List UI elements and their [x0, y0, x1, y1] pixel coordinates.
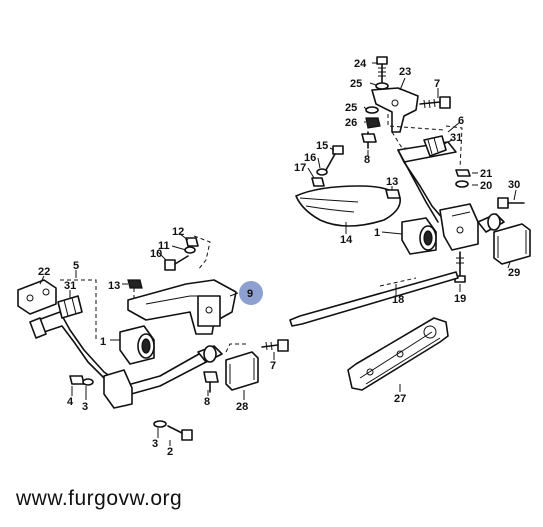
callout-1-left: 1 [100, 336, 106, 348]
bushing-left [197, 345, 223, 363]
mounting-plate-22 [17, 279, 57, 315]
callout-13-right: 13 [386, 176, 398, 188]
clamp-plate-28 [225, 351, 259, 391]
nut-8-lower [203, 371, 219, 393]
callout-30: 30 [508, 179, 520, 191]
callout-29: 29 [508, 267, 520, 279]
callout-14: 14 [340, 234, 353, 246]
callout-26: 26 [345, 117, 357, 129]
bolt-2 [167, 425, 193, 441]
callout-9[interactable]: 9 [247, 288, 253, 300]
callout-7-upper: 7 [434, 78, 440, 90]
bolt-7-lower [261, 339, 289, 352]
nut-13-left [127, 279, 143, 289]
callout-31-left: 31 [64, 280, 76, 292]
callout-27: 27 [394, 393, 406, 405]
callout-8-upper: 8 [364, 154, 370, 166]
callout-15: 15 [316, 140, 328, 152]
callout-22: 22 [38, 266, 50, 278]
callout-5: 5 [73, 260, 79, 272]
bolt-30 [497, 197, 525, 209]
reinforcement-plate-27 [347, 317, 449, 391]
bushing-31-left [57, 295, 83, 319]
frame-bracket-right [439, 203, 479, 251]
bolt-10 [164, 255, 189, 271]
bolt-24 [376, 56, 388, 83]
nut-8-upper [361, 131, 377, 149]
callout-3-upper: 3 [82, 401, 88, 413]
bolt-15 [325, 145, 344, 171]
callout-12: 12 [172, 226, 184, 238]
callout-19: 19 [454, 293, 466, 305]
strap-18 [289, 271, 459, 327]
washer-16 [316, 168, 328, 176]
nut-4 [69, 375, 85, 385]
washer-25-lower [365, 106, 379, 114]
callout-labels: 24 23 25 7 25 26 6 15 31 16 8 17 21 20 1… [38, 58, 520, 458]
washer-3-upper [82, 378, 94, 386]
washer-3-lower [153, 420, 167, 428]
callout-16: 16 [304, 152, 316, 164]
callout-25-lower: 25 [345, 102, 357, 114]
callout-21: 21 [480, 168, 492, 180]
leader-lines [39, 62, 517, 446]
clamp-plate-29 [493, 223, 531, 265]
callout-24: 24 [354, 58, 367, 70]
callout-17: 17 [294, 162, 306, 174]
highlight-marker [239, 281, 263, 305]
bushing-right [477, 213, 505, 233]
nut-21 [455, 169, 471, 177]
callout-2: 2 [167, 446, 173, 458]
callout-18: 18 [392, 294, 404, 306]
crossmember-6 [397, 135, 457, 223]
callout-31-right: 31 [450, 132, 462, 144]
callout-28: 28 [236, 401, 248, 413]
nut-13-right [385, 189, 401, 199]
rubber-mount-1-right [401, 217, 437, 255]
frame-bracket-left [103, 369, 133, 409]
mounting-bracket-23 [371, 87, 419, 133]
callout-11: 11 [158, 240, 170, 252]
callout-7-lower: 7 [270, 360, 276, 372]
callout-1-right: 1 [374, 227, 380, 239]
nut-17 [311, 177, 325, 187]
callout-13-left: 13 [108, 280, 120, 292]
heat-shield-14 [295, 185, 401, 227]
callout-6: 6 [458, 115, 464, 127]
nut-12 [185, 237, 199, 247]
callout-3-lower: 3 [152, 438, 158, 450]
bolt-7-upper [419, 96, 451, 109]
rubber-mount-1-left [119, 325, 155, 365]
nut-26 [365, 117, 381, 129]
callout-4: 4 [67, 396, 74, 408]
watermark-text: www.furgovw.org [15, 487, 182, 510]
bolt-19 [454, 251, 466, 283]
transmission-bracket-9 [127, 279, 237, 335]
callout-25-upper: 25 [350, 78, 362, 90]
washer-20 [455, 180, 469, 188]
washer-25-upper [375, 82, 389, 90]
callout-8-lower: 8 [204, 396, 210, 408]
washer-11 [184, 246, 196, 254]
callout-23: 23 [399, 66, 411, 78]
callout-10: 10 [150, 248, 162, 260]
callout-20: 20 [480, 180, 492, 192]
